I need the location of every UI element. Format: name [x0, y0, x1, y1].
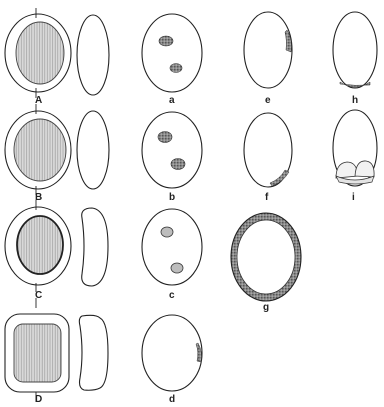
label-i: i [352, 193, 355, 203]
egg-h [333, 12, 377, 88]
egg-i [333, 110, 377, 186]
egg-b [142, 112, 202, 188]
row-4 [5, 298, 202, 402]
egg-D-side [79, 315, 108, 390]
row-2 [5, 104, 377, 195]
egg-d [142, 315, 202, 391]
egg-B [5, 104, 71, 195]
label-A: A [35, 96, 42, 106]
row-3 [5, 200, 301, 301]
egg-C [5, 200, 71, 292]
egg-c [142, 209, 202, 285]
label-D: D [35, 395, 42, 405]
label-f: f [265, 193, 268, 203]
egg-e [244, 12, 292, 88]
label-e: e [265, 96, 271, 106]
label-C: C [35, 291, 42, 301]
label-B: B [35, 193, 42, 203]
egg-g [231, 213, 301, 301]
egg-C-side [82, 208, 108, 286]
egg-A-side [77, 15, 109, 95]
label-g: g [263, 303, 269, 313]
egg-B-side [77, 111, 109, 189]
egg-a [142, 14, 202, 92]
label-c: c [169, 291, 175, 301]
label-b: b [169, 193, 175, 203]
egg-A [5, 8, 71, 98]
label-a: a [169, 96, 175, 106]
row-1 [5, 8, 377, 98]
label-d: d [169, 395, 175, 405]
label-h: h [352, 96, 358, 106]
egg-f [244, 113, 292, 187]
egg-D [5, 298, 69, 402]
